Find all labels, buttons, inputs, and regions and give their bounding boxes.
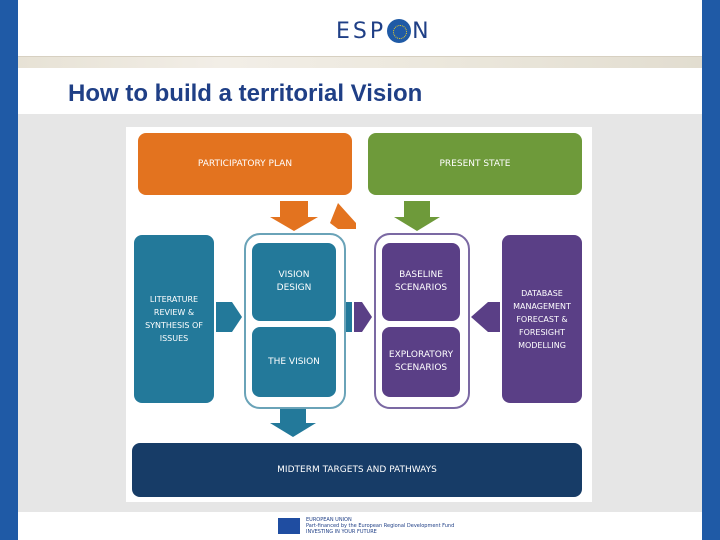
- eu-stars-icon: [387, 19, 412, 43]
- vision-design-label: VISION DESIGN: [276, 270, 312, 293]
- the-vision-label: THE VISION: [268, 356, 320, 367]
- baseline-scenarios-box: BASELINE SCENARIOS: [382, 243, 460, 321]
- arrow-left-purple: [471, 302, 500, 332]
- scenarios-frame: [374, 233, 470, 409]
- vision-design-box: VISION DESIGN: [252, 243, 336, 321]
- vision-frame: [244, 233, 346, 409]
- exploratory-scenarios-box: EXPLORATORY SCENARIOS: [382, 327, 460, 397]
- literature-review-label: LITERATURE REVIEW & SYNTHESIS OF ISSUES: [145, 295, 203, 343]
- vision-diagram: PARTICIPATORY PLAN PRESENT STATE LITERAT…: [126, 127, 592, 502]
- arrow-down-teal: [270, 409, 316, 437]
- midterm-targets-label: MIDTERM TARGETS AND PATHWAYS: [277, 464, 437, 475]
- participatory-plan-box: PARTICIPATORY PLAN: [138, 133, 352, 195]
- diagram-arrows: [216, 201, 500, 437]
- logo-text-right: N: [412, 18, 432, 44]
- literature-review-box: LITERATURE REVIEW & SYNTHESIS OF ISSUES: [134, 235, 214, 403]
- arrow-mid-purple: [354, 302, 372, 332]
- left-blue-border: [0, 0, 18, 540]
- footer: EUROPEAN UNION Part-financed by the Euro…: [18, 512, 702, 540]
- slide-title: How to build a territorial Vision: [68, 80, 423, 107]
- right-blue-border: [702, 0, 720, 540]
- present-state-box: PRESENT STATE: [368, 133, 582, 195]
- baseline-scenarios-label: BASELINE SCENARIOS: [394, 270, 448, 293]
- present-state-label: PRESENT STATE: [439, 158, 511, 169]
- the-vision-box: THE VISION: [252, 327, 336, 397]
- logo-text-left: ESP: [336, 18, 387, 44]
- database-management-box: DATABASE MANAGEMENT FORECAST & FORESIGHT…: [502, 235, 582, 403]
- title-bar: How to build a territorial Vision: [18, 68, 702, 114]
- arrow-right-teal: [216, 302, 242, 332]
- arrow-down-green: [394, 201, 440, 231]
- participatory-plan-label: PARTICIPATORY PLAN: [197, 158, 293, 169]
- midterm-targets-box: MIDTERM TARGETS AND PATHWAYS: [132, 443, 582, 497]
- arrow-mid-teal: [344, 302, 352, 332]
- database-management-label: DATABASE MANAGEMENT FORECAST & FORESIGHT…: [513, 288, 571, 350]
- espon-logo: ESP N: [336, 14, 432, 48]
- arrow-diagonal-orange: [330, 203, 356, 229]
- eu-flag-icon: [278, 518, 300, 534]
- exploratory-scenarios-label: EXPLORATORY SCENARIOS: [388, 350, 454, 373]
- header: ESP N: [18, 0, 702, 56]
- arrow-down-orange: [270, 201, 318, 231]
- eu-funding-text: EUROPEAN UNION Part-financed by the Euro…: [306, 517, 455, 535]
